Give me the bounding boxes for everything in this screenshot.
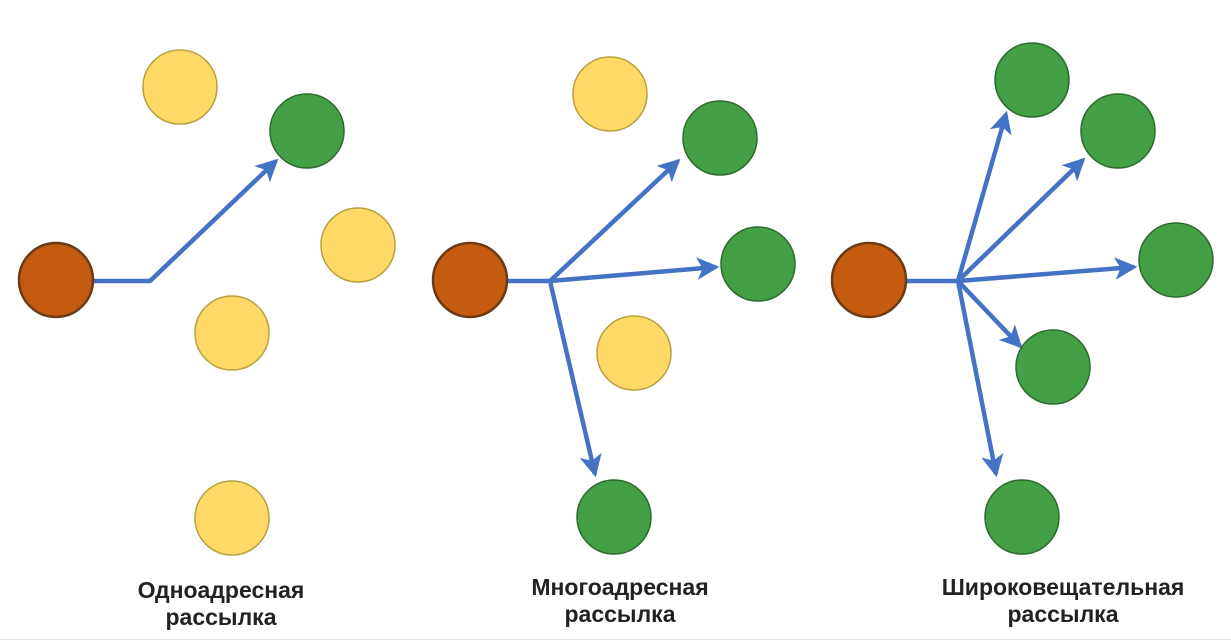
- receiver-node-icon: [269, 93, 345, 169]
- idle-node-icon: [194, 295, 270, 371]
- multicast-panel: [431, 56, 796, 555]
- receiver-node-icon: [576, 479, 652, 555]
- broadcast-arrow: [955, 280, 1004, 478]
- broadcast-caption: Широковещательная рассылка: [903, 574, 1223, 628]
- multicast-arrow: [547, 280, 602, 478]
- broadcast-caption-line2: рассылка: [1007, 601, 1119, 627]
- unicast-panel: [17, 49, 396, 556]
- unicast-arrow: [94, 158, 279, 284]
- idle-node-icon: [596, 315, 672, 391]
- receiver-node-icon: [1138, 222, 1214, 298]
- idle-node-icon: [572, 56, 648, 132]
- idle-node-icon: [142, 49, 218, 125]
- unicast-caption-line1: Одноадресная: [137, 577, 305, 603]
- receiver-node-icon: [682, 100, 758, 176]
- broadcast-arrow: [955, 110, 1012, 282]
- broadcast-arrow: [957, 257, 1138, 284]
- broadcast-arrow: [956, 279, 1023, 349]
- multicast-arrow: [549, 257, 720, 284]
- idle-node-icon: [320, 207, 396, 283]
- source-node-icon: [431, 241, 509, 319]
- source-node-icon: [830, 241, 908, 319]
- broadcast-caption-line1: Широковещательная: [941, 574, 1185, 600]
- receiver-node-icon: [1015, 329, 1091, 405]
- multicast-caption-line2: рассылка: [564, 601, 676, 627]
- broadcast-arrow: [956, 157, 1086, 283]
- unicast-caption: Одноадресная рассылка: [61, 577, 381, 631]
- multicast-arrow: [548, 158, 681, 283]
- bottom-divider: [0, 639, 1231, 640]
- source-node-icon: [17, 241, 95, 319]
- receiver-node-icon: [1080, 93, 1156, 169]
- multicast-caption: Многоадресная рассылка: [460, 574, 780, 628]
- idle-node-icon: [194, 480, 270, 556]
- receiver-node-icon: [720, 226, 796, 302]
- receiver-node-icon: [984, 479, 1060, 555]
- receiver-node-icon: [994, 42, 1070, 118]
- broadcast-panel: [830, 42, 1214, 555]
- unicast-caption-line2: рассылка: [165, 604, 277, 630]
- multicast-caption-line1: Многоадресная: [531, 574, 709, 600]
